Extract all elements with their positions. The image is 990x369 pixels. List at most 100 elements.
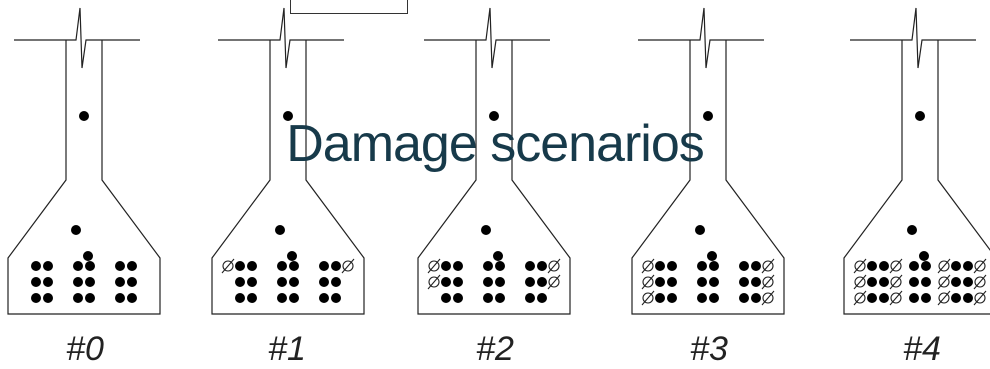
scenario-1-bar-center-bot-left bbox=[277, 293, 287, 303]
scenario-4-bar-left-mid-left-damage-strike bbox=[853, 274, 867, 290]
scenario-3-bar-right-bot-right-damage bbox=[762, 292, 774, 304]
scenario-1-web-bar bbox=[283, 111, 293, 121]
scenario-0-bar-right-top-right bbox=[127, 261, 137, 271]
scenario-0-bar-center-bot-right bbox=[85, 293, 95, 303]
scenario-0-break-line bbox=[14, 7, 140, 69]
scenario-0-section-outline bbox=[7, 40, 161, 315]
scenario-3-bar-right-top-right-damage bbox=[762, 260, 774, 272]
scenario-3-bar-center-top-left bbox=[697, 261, 707, 271]
scenario-1-bar-right-top-left bbox=[319, 261, 329, 271]
scenario-3-bar-left-bot-left bbox=[655, 293, 665, 303]
scenario-0-bar-right-bot-right bbox=[127, 293, 137, 303]
scenario-1-bulb-upper-bar bbox=[275, 225, 285, 235]
scenario-3-web-bar bbox=[703, 111, 713, 121]
scenario-3-bar-left-top-right bbox=[667, 261, 677, 271]
scenario-1-bar-left-mid-left bbox=[235, 277, 245, 287]
scenario-2-bar-left-mid-left-damage-strike bbox=[427, 274, 441, 290]
scenario-4-bar-left-top-left-damage-strike bbox=[853, 258, 867, 274]
scenario-2-bar-center-mid-right bbox=[495, 277, 505, 287]
scenario-4-bar-right-mid-left-damage bbox=[938, 276, 950, 288]
scenario-4-bar-right-bot-right-damage bbox=[974, 292, 986, 304]
scenario-3-bar-left-mid-left-damage-strike bbox=[641, 274, 655, 290]
scenario-1-bar-right-mid-right bbox=[331, 277, 341, 287]
scenario-4-bar-left-mid-right-damage-strike bbox=[889, 274, 903, 290]
scenario-4-bar-left-mid-right-damage bbox=[890, 276, 902, 288]
scenario-4-bar-right-bot-left-damage bbox=[938, 292, 950, 304]
scenario-4-bar-left-mid-right bbox=[879, 277, 889, 287]
scenario-2-bar-right-mid-right-damage-strike bbox=[547, 274, 561, 290]
scenario-2-section-outline bbox=[417, 40, 571, 315]
scenario-4-bar-left-bot-left-damage bbox=[854, 292, 866, 304]
scenario-1-bar-right-mid-left bbox=[319, 277, 329, 287]
scenario-3-bar-center-bot-left bbox=[697, 293, 707, 303]
scenario-4-bar-left-bot-right bbox=[879, 293, 889, 303]
scenario-1-bar-left-mid-right bbox=[247, 277, 257, 287]
scenario-label-2: #2 bbox=[476, 330, 514, 368]
scenario-4-bar-left-top-right-damage-strike bbox=[889, 258, 903, 274]
scenario-3-bar-right-top-left bbox=[739, 261, 749, 271]
scenario-4-bar-right-mid-right-damage-strike bbox=[973, 274, 987, 290]
scenario-2-bar-left-top-left-damage-strike bbox=[427, 258, 441, 274]
scenario-2-web-bar bbox=[489, 111, 499, 121]
scenario-2-bar-center-top-right bbox=[495, 261, 505, 271]
scenario-4-bulb-upper-bar bbox=[907, 225, 917, 235]
scenario-3-bar-right-bot-left bbox=[739, 293, 749, 303]
scenario-4-bar-left-top-right-damage bbox=[890, 260, 902, 272]
scenario-4-break-line bbox=[850, 7, 976, 69]
scenario-3-bar-left-bot-left-damage bbox=[642, 292, 654, 304]
scenario-3-bar-right-mid-left bbox=[739, 277, 749, 287]
scenario-2-bar-center-top-left bbox=[483, 261, 493, 271]
scenario-0-bar-center-top-left bbox=[73, 261, 83, 271]
scenario-3-bar-right-top-right bbox=[751, 261, 761, 271]
scenario-0-bar-center-bot-left bbox=[73, 293, 83, 303]
scenario-2-bar-left-bot-left bbox=[441, 293, 451, 303]
scenario-1-bar-right-top-right bbox=[331, 261, 341, 271]
scenario-2-break-line bbox=[424, 7, 550, 69]
scenario-3-bar-right-bot-right bbox=[751, 293, 761, 303]
scenario-1-bar-left-top-left-damage-strike bbox=[221, 258, 235, 274]
scenario-0-bar-left-top-right bbox=[43, 261, 53, 271]
scenario-4-bar-right-top-right-damage-strike bbox=[973, 258, 987, 274]
scenario-0-bar-right-mid-right bbox=[127, 277, 137, 287]
scenario-0-bar-right-top-left bbox=[115, 261, 125, 271]
scenario-3-break-line bbox=[638, 7, 764, 69]
scenario-3-bar-center-bot-right bbox=[709, 293, 719, 303]
scenario-1-bar-left-bot-left bbox=[235, 293, 245, 303]
scenario-3-bar-right-top-right-damage-strike bbox=[761, 258, 775, 274]
cropped-inset-box bbox=[290, 0, 408, 14]
scenario-1-bar-left-top-right bbox=[247, 261, 257, 271]
scenario-2-bar-right-bot-right bbox=[537, 293, 547, 303]
scenario-2-bulb-mid-bar bbox=[493, 251, 503, 261]
scenario-4-bar-right-mid-right-damage bbox=[974, 276, 986, 288]
scenario-3-bar-right-mid-right bbox=[751, 277, 761, 287]
diagram-title: Damage scenarios bbox=[286, 115, 705, 173]
scenario-2-bar-center-bot-right bbox=[495, 293, 505, 303]
scenario-1-bar-right-bot-right bbox=[331, 293, 341, 303]
scenario-3-bar-left-top-left-damage-strike bbox=[641, 258, 655, 274]
scenario-3-bar-left-mid-right bbox=[667, 277, 677, 287]
scenario-4-bar-right-mid-left-damage-strike bbox=[937, 274, 951, 290]
scenario-4-bar-center-top-left bbox=[909, 261, 919, 271]
scenario-2-bar-right-top-right bbox=[537, 261, 547, 271]
scenario-4-bar-right-bot-left-damage-strike bbox=[937, 290, 951, 306]
scenario-3-bar-left-top-left bbox=[655, 261, 665, 271]
scenario-4-bar-right-mid-left bbox=[951, 277, 961, 287]
scenario-2-bar-right-mid-right-damage bbox=[548, 276, 560, 288]
scenario-4-bar-left-bot-left-damage-strike bbox=[853, 290, 867, 306]
scenario-0-bar-left-bot-left bbox=[31, 293, 41, 303]
scenario-0-bar-left-top-left bbox=[31, 261, 41, 271]
scenario-1-break-line bbox=[218, 7, 344, 69]
scenario-0-bar-center-top-right bbox=[85, 261, 95, 271]
scenario-0-bulb-mid-bar bbox=[83, 251, 93, 261]
scenario-2-bar-right-top-left bbox=[525, 261, 535, 271]
scenario-3-bar-center-mid-right bbox=[709, 277, 719, 287]
scenario-0-bulb-upper-bar bbox=[71, 225, 81, 235]
scenario-2-bar-left-mid-left-damage bbox=[428, 276, 440, 288]
scenario-1-bar-right-bot-left bbox=[319, 293, 329, 303]
scenario-4-bar-right-bot-right bbox=[963, 293, 973, 303]
scenario-4-bar-right-top-right bbox=[963, 261, 973, 271]
scenario-4-bar-left-top-right bbox=[879, 261, 889, 271]
scenario-3-bar-center-top-right bbox=[709, 261, 719, 271]
scenario-3-bar-right-bot-right-damage-strike bbox=[761, 290, 775, 306]
